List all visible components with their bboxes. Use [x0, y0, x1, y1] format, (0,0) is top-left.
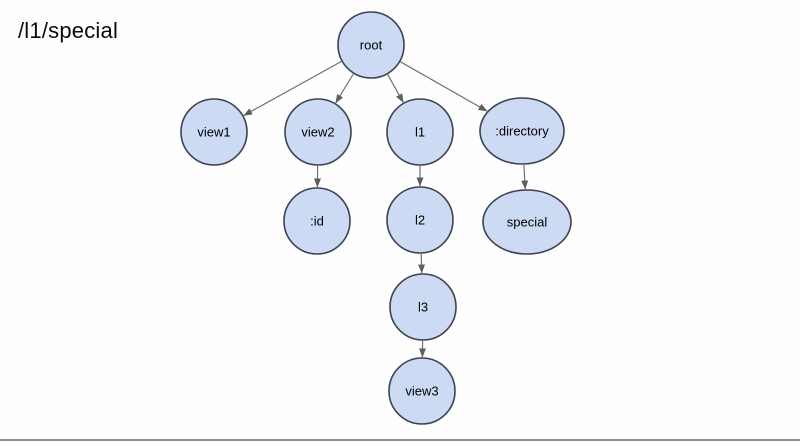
node-shape-view2: [284, 98, 352, 166]
tree-node-directory: :directory: [479, 97, 565, 165]
tree-node-view3: view3: [388, 357, 456, 425]
edge-root-to-l1: [387, 74, 404, 103]
node-label-id: :id: [310, 214, 324, 229]
node-label-special: special: [507, 215, 548, 230]
edges-layer: [243, 60, 529, 358]
tree-node-l1: l1: [386, 98, 454, 166]
node-label-l2: l2: [415, 213, 425, 228]
tree-node-view2: view2: [284, 98, 352, 166]
tree-node-id: :id: [283, 187, 351, 255]
node-label-directory: :directory: [495, 124, 549, 139]
node-shape-directory: [479, 97, 565, 165]
edge-root-to-view1: [243, 60, 342, 117]
edge-l2-to-l3: [418, 253, 426, 274]
node-shape-view3: [388, 357, 456, 425]
edge-directory-to-special: [521, 164, 529, 190]
tree-node-view1: view1: [180, 98, 248, 166]
node-label-root: root: [360, 38, 383, 53]
edge-root-to-directory: [400, 61, 488, 112]
tree-node-special: special: [482, 189, 572, 255]
node-label-l3: l3: [418, 300, 428, 315]
node-shape-l3: [389, 273, 457, 341]
node-label-view3: view3: [405, 384, 438, 399]
edge-root-to-view2: [335, 73, 354, 104]
node-label-l1: l1: [415, 125, 425, 140]
node-label-view1: view1: [197, 125, 230, 140]
node-shape-special: [482, 189, 572, 255]
tree-node-l3: l3: [389, 273, 457, 341]
node-shape-id: [283, 187, 351, 255]
node-shape-view1: [180, 98, 248, 166]
node-shape-l1: [386, 98, 454, 166]
nodes-layer: root view1 view2 l1 :directory :id l2 special l3…: [180, 11, 572, 425]
bottom-divider: [0, 439, 800, 441]
tree-node-root: root: [337, 11, 405, 79]
node-shape-root: [337, 11, 405, 79]
node-label-view2: view2: [301, 125, 334, 140]
tree-node-l2: l2: [386, 186, 454, 254]
node-shape-l2: [386, 186, 454, 254]
page-title: /l1/special: [18, 18, 119, 43]
